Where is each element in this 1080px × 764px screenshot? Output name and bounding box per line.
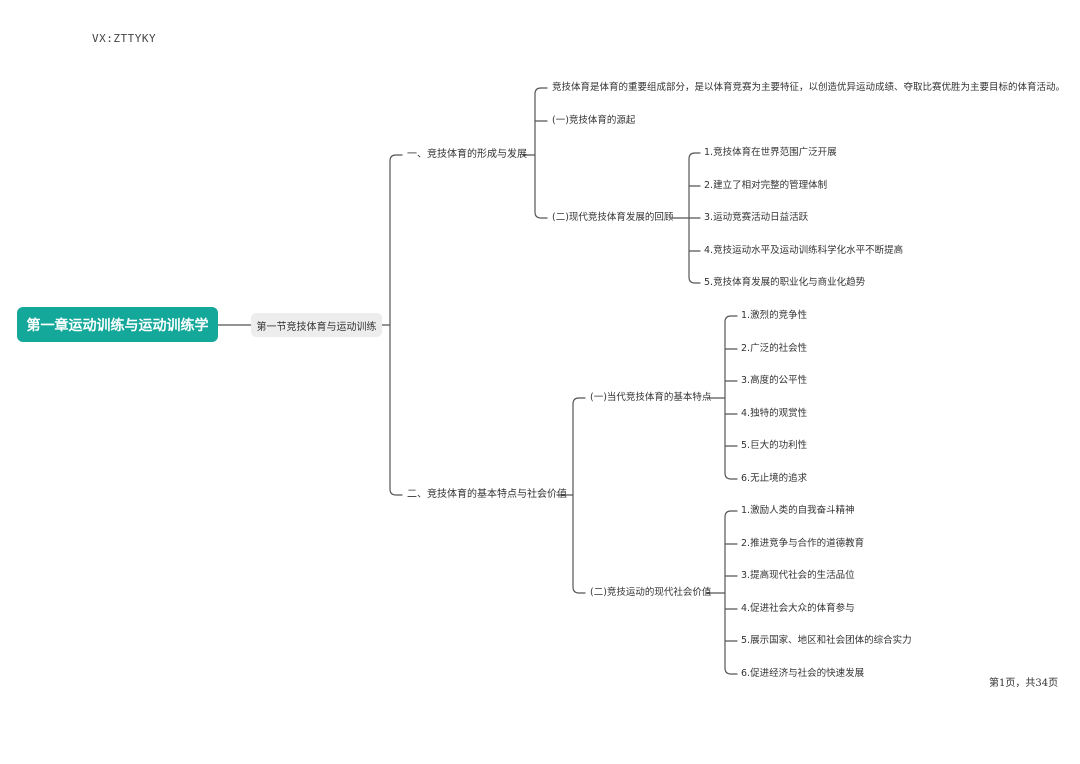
feature-item[interactable]: 3.高度的公平性 xyxy=(741,375,808,386)
connector-features xyxy=(706,315,738,480)
review-item[interactable]: 2.建立了相对完整的管理体制 xyxy=(704,180,828,191)
value-item[interactable]: 1.激励人类的自我奋斗精神 xyxy=(741,505,855,516)
review-node[interactable]: (二)现代竞技体育发展的回顾 xyxy=(552,212,674,223)
connector-review xyxy=(670,152,701,284)
feature-item[interactable]: 6.无止境的追求 xyxy=(741,473,808,484)
origin-node[interactable]: (一)竞技体育的源起 xyxy=(552,115,636,126)
value-item[interactable]: 2.推进竞争与合作的道德教育 xyxy=(741,538,865,549)
values-node[interactable]: (二)竞技运动的现代社会价值 xyxy=(590,587,712,598)
features-node[interactable]: (一)当代竞技体育的基本特点 xyxy=(590,392,712,403)
value-item[interactable]: 5.展示国家、地区和社会团体的综合实力 xyxy=(741,635,912,646)
root-node[interactable]: 第一章运动训练与运动训练学 xyxy=(17,307,218,342)
review-item[interactable]: 4.竞技运动水平及运动训练科学化水平不断提高 xyxy=(704,245,904,256)
review-item[interactable]: 1.竞技体育在世界范围广泛开展 xyxy=(704,147,837,158)
feature-item[interactable]: 2.广泛的社会性 xyxy=(741,343,808,354)
branch1-node[interactable]: 一、竞技体育的形成与发展 xyxy=(407,149,527,160)
section-node[interactable]: 第一节竞技体育与运动训练 xyxy=(251,313,382,337)
value-item[interactable]: 6.促进经济与社会的快速发展 xyxy=(741,668,865,679)
branch2-node[interactable]: 二、竞技体育的基本特点与社会价值 xyxy=(407,489,567,500)
review-item[interactable]: 3.运动竞赛活动日益活跃 xyxy=(704,212,809,223)
connector-section-branches xyxy=(381,154,403,496)
connector-branch2 xyxy=(556,397,586,594)
connector-values xyxy=(706,510,738,675)
value-item[interactable]: 3.提高现代社会的生活品位 xyxy=(741,570,855,581)
definition-node[interactable]: 竞技体育是体育的重要组成部分，是以体育竞赛为主要特征，以创造优异运动成绩、夺取比… xyxy=(552,82,1066,93)
feature-item[interactable]: 4.独特的观赏性 xyxy=(741,408,808,419)
watermark-text: VX:ZTTYKY xyxy=(92,32,157,45)
feature-item[interactable]: 1.激烈的竞争性 xyxy=(741,310,808,321)
connector-branch1 xyxy=(522,87,548,219)
page-indicator: 第1页，共34页 xyxy=(989,678,1059,689)
feature-item[interactable]: 5.巨大的功利性 xyxy=(741,440,808,451)
review-item[interactable]: 5.竞技体育发展的职业化与商业化趋势 xyxy=(704,277,866,288)
value-item[interactable]: 4.促进社会大众的体育参与 xyxy=(741,603,855,614)
